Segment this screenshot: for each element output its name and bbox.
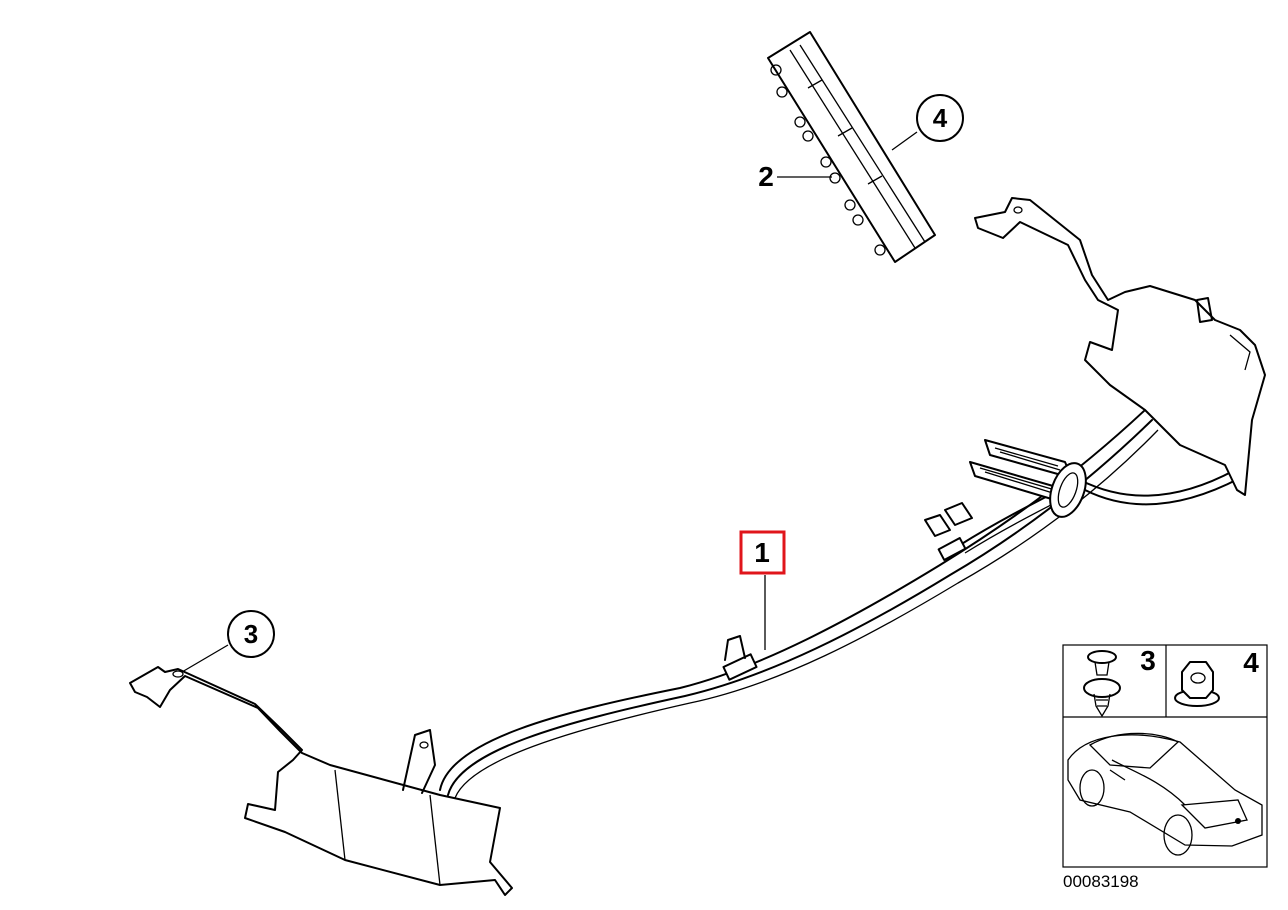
leader-line-3 <box>181 644 229 673</box>
car-location-icon <box>1067 732 1263 856</box>
callout-3-circle[interactable] <box>227 610 275 658</box>
connector-grommet[interactable] <box>969 439 1093 522</box>
callout-4-circle[interactable] <box>916 94 964 142</box>
callout-1-label: 1 <box>754 537 770 568</box>
callout-1-highlight-box[interactable] <box>739 530 786 575</box>
right-bracket[interactable] <box>974 197 1266 496</box>
cable-harness[interactable] <box>439 409 1241 799</box>
left-bracket[interactable] <box>129 666 513 896</box>
callout-2-label[interactable]: 2 <box>758 161 774 192</box>
push-clip-icon[interactable] <box>1083 650 1121 718</box>
leader-line-4 <box>891 131 918 151</box>
inset-item-4-label: 4 <box>1243 647 1259 678</box>
inset-item-3-label: 3 <box>1140 645 1156 676</box>
diagram-reference-number: 00083198 <box>1063 872 1139 891</box>
callout-4-label: 4 <box>933 103 948 133</box>
callout-3-label: 3 <box>244 619 258 649</box>
flange-nut-icon[interactable] <box>1174 661 1220 707</box>
clip-strip[interactable] <box>767 31 936 263</box>
